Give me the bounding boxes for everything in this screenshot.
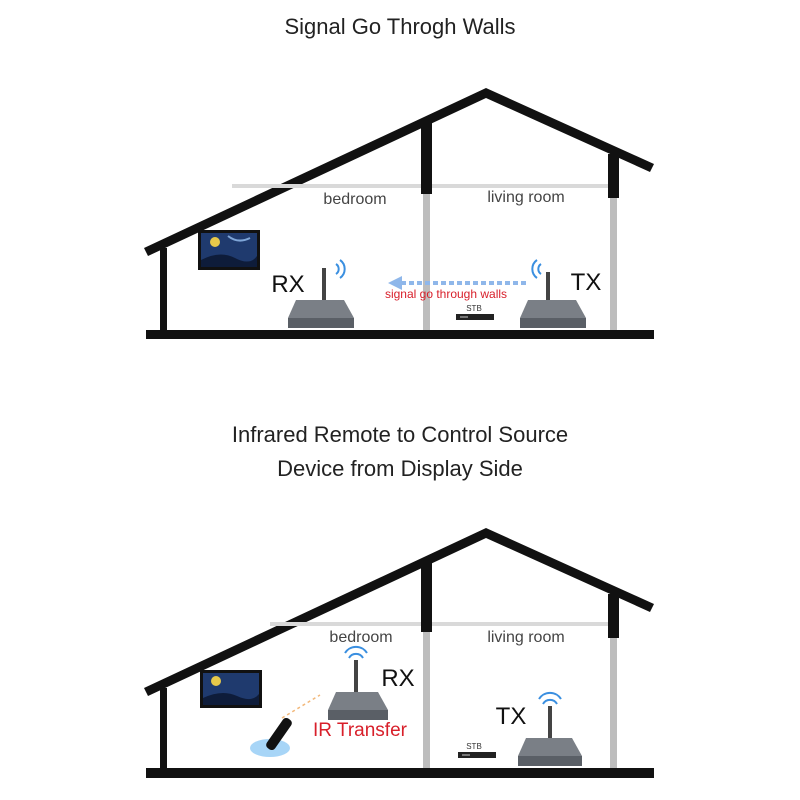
- room-label-bedroom: bedroom: [323, 191, 386, 208]
- room-label-bedroom: bedroom: [329, 629, 392, 646]
- wall-left: [160, 688, 167, 776]
- wall-center-lower: [423, 632, 430, 776]
- stb-label: STB: [466, 304, 482, 313]
- remote-control: [250, 717, 292, 757]
- floor: [146, 330, 654, 339]
- wifi-icon: [538, 692, 562, 705]
- rx-label: RX: [271, 271, 304, 298]
- tx-label: TX: [496, 703, 527, 730]
- wall-right-lower: [610, 638, 617, 776]
- diagram2-title-line2: Device from Display Side: [277, 456, 523, 481]
- wifi-icon: [344, 646, 368, 659]
- tx-transmitter: [518, 706, 582, 766]
- rx-receiver: [288, 268, 354, 328]
- signal-label: signal go through walls: [385, 287, 507, 301]
- wifi-icon: [531, 259, 542, 279]
- wifi-icon: [335, 259, 346, 279]
- wall-center-top: [421, 122, 432, 194]
- wall-right-lower: [610, 198, 617, 336]
- tv-display: [198, 230, 260, 270]
- wall-center-top: [421, 562, 432, 632]
- stb-label: STB: [466, 742, 482, 751]
- wall-left: [160, 248, 167, 336]
- room-label-living-room: living room: [487, 189, 564, 206]
- stb-box: [456, 314, 494, 320]
- house-diagram-1: bedroom living room RX signal go through…: [144, 88, 654, 339]
- ceiling-right: [432, 622, 612, 626]
- floor: [146, 768, 654, 778]
- rx-label: RX: [381, 665, 414, 692]
- tv-display: [200, 670, 262, 708]
- ceiling-left: [232, 184, 422, 188]
- diagram2-title-line1: Infrared Remote to Control Source: [231, 422, 569, 447]
- ir-transfer-label: IR Transfer: [313, 720, 408, 741]
- tx-transmitter: [520, 272, 586, 328]
- ceiling-right: [432, 184, 612, 188]
- rx-receiver: [328, 660, 388, 720]
- diagram1-title: Signal Go Throgh Walls: [284, 14, 516, 39]
- wall-center-lower: [423, 194, 430, 336]
- wall-right-top: [608, 154, 619, 198]
- ceiling-left: [270, 622, 422, 626]
- room-label-living-room: living room: [487, 629, 564, 646]
- ir-beam: [281, 694, 321, 719]
- house-diagram-2: bedroom living room RX IR Transfer STB: [144, 528, 654, 778]
- signal-arrow: [388, 276, 526, 290]
- wall-right-top: [608, 594, 619, 638]
- stb-box: [458, 752, 496, 758]
- tx-label: TX: [571, 269, 602, 296]
